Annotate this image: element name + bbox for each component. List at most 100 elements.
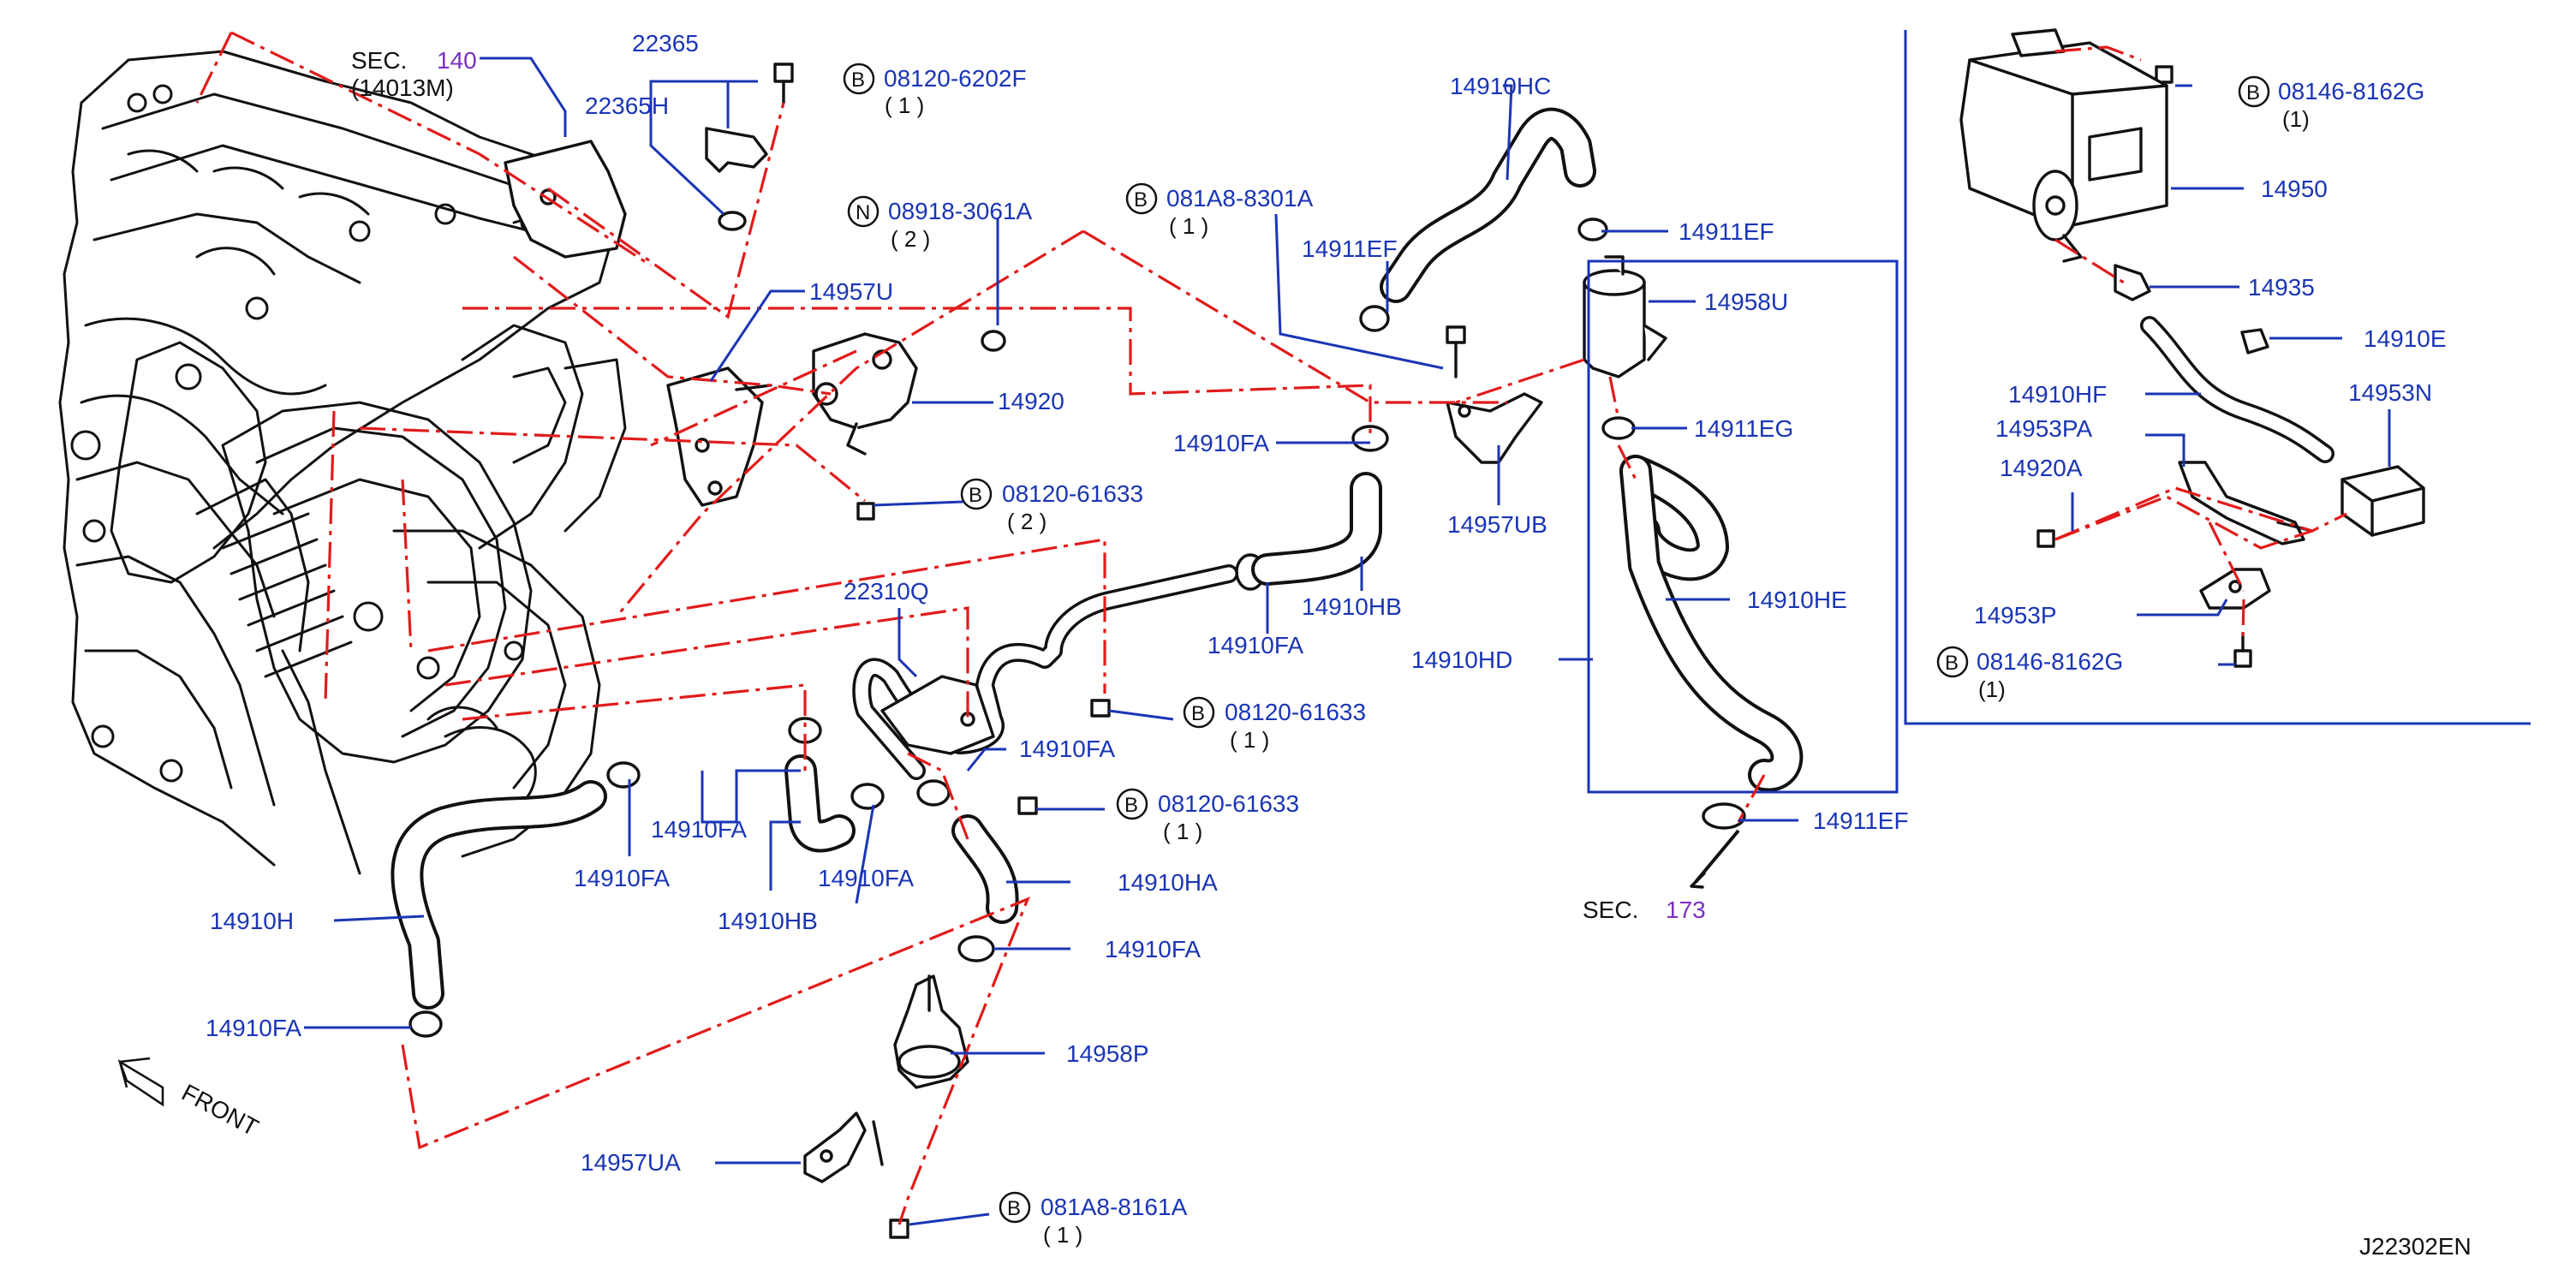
fastener-prefix: N xyxy=(856,201,870,224)
label-14953N: 14953N xyxy=(2348,379,2432,406)
tube-22310Q xyxy=(852,564,1238,780)
bracket-14957UB xyxy=(1446,392,1543,464)
label-14920A: 14920A xyxy=(2000,455,2083,481)
clamp-14911EG xyxy=(1601,416,1636,440)
clip-14910E xyxy=(2240,328,2269,354)
front-arrow-icon xyxy=(117,1059,164,1107)
fastener-prefix: B xyxy=(1191,702,1205,725)
fastener-f3: B 081A8-8301A ( 1 ) xyxy=(1125,182,1314,239)
label-14911EG: 14911EG xyxy=(1694,415,1793,442)
inset-frame xyxy=(1904,30,2531,725)
bolts xyxy=(773,63,2252,1239)
bracket-14957UA xyxy=(803,1111,884,1183)
sec-prefix-173: SEC. xyxy=(1583,897,1638,923)
label-14910HD: 14910HD xyxy=(1411,646,1512,673)
label-14910FA-3: 14910FA xyxy=(1019,736,1115,762)
fastener-f8: B 08146-8162G (1) xyxy=(2238,75,2424,132)
valve-14958P xyxy=(893,974,969,1089)
fastener-prefix: B xyxy=(1134,188,1148,212)
fastener-prefix: B xyxy=(2246,81,2260,104)
label-14953P: 14953P xyxy=(1974,602,2057,629)
bracket-14953P xyxy=(2199,568,2271,610)
front-indicator: FRONT xyxy=(117,1057,263,1141)
leader-lines xyxy=(304,57,2391,1226)
label-14958U: 14958U xyxy=(1704,289,1788,315)
fastener-f7: B 081A8-8161A ( 1 ) xyxy=(999,1191,1188,1248)
fastener-f6: B 08120-61633 ( 1 ) xyxy=(1116,788,1299,844)
fastener-qty: ( 2 ) xyxy=(891,226,930,252)
label-14911EF-3: 14911EF xyxy=(1813,807,1909,834)
label-14910FA-8: 14910FA xyxy=(206,1015,301,1041)
fastener-code: 08120-61633 xyxy=(1002,480,1143,507)
label-14910HF: 14910HF xyxy=(2008,381,2107,408)
label-14910FA-2: 14910FA xyxy=(1208,632,1303,658)
hose-14910HF xyxy=(2140,316,2334,463)
fastener-f9: B 08146-8162G (1) xyxy=(1936,646,2123,702)
front-label: FRONT xyxy=(177,1079,263,1141)
fastener-qty: ( 1 ) xyxy=(885,92,924,118)
sec-140-label: SEC. 140 (14013M) xyxy=(351,47,477,101)
label-14920: 14920 xyxy=(998,388,1064,414)
fastener-prefix: B xyxy=(1945,652,1959,675)
fastener-f1: B 08120-6202F ( 1 ) xyxy=(843,63,1027,118)
label-14910FA-1: 14910FA xyxy=(1173,430,1269,456)
label-14957UB: 14957UB xyxy=(1447,511,1547,538)
sec-arrow xyxy=(1694,829,1740,884)
fastener-code: 081A8-8161A xyxy=(1041,1194,1188,1220)
fastener-code: 081A8-8301A xyxy=(1166,185,1314,212)
sec-prefix-140: SEC. xyxy=(351,47,407,74)
fastener-code: 08120-61633 xyxy=(1158,790,1299,817)
fastener-prefix: B xyxy=(1007,1197,1021,1220)
fastener-prefix: B xyxy=(1124,794,1138,817)
fastener-prefix: B xyxy=(969,484,982,507)
label-14957U: 14957U xyxy=(809,278,893,305)
fastener-qty: ( 1 ) xyxy=(1043,1222,1082,1248)
sec-sub-140: (14013M) xyxy=(351,74,454,101)
clamp-14911EF-a xyxy=(1359,305,1390,332)
label-14911EF-2: 14911EF xyxy=(1679,218,1774,245)
fastener-qty: ( 2 ) xyxy=(1007,509,1046,534)
sec-173-label: SEC. 173 xyxy=(1583,897,1706,923)
sec-number-173: 173 xyxy=(1666,897,1706,923)
label-14935: 14935 xyxy=(2248,274,2315,301)
hose-14910HB xyxy=(784,472,1382,853)
fastener-f2: N 08918-3061A ( 2 ) xyxy=(847,195,1032,252)
clamp-14911EF-b xyxy=(1577,217,1608,241)
fastener-code: 08146-8162G xyxy=(2278,78,2424,104)
hose-14910HA xyxy=(951,814,1019,924)
hose-14910HE xyxy=(1619,455,1804,792)
fastener-qty: (1) xyxy=(2282,106,2310,132)
fastener-qty: ( 1 ) xyxy=(1230,727,1269,753)
filter-14953N xyxy=(2340,465,2425,537)
label-14911EF-1: 14911EF xyxy=(1302,235,1398,262)
fastener-code: 08146-8162G xyxy=(1977,648,2123,675)
engine-assembly xyxy=(58,50,627,875)
bracket-14957U xyxy=(666,366,772,507)
sensor-22365 xyxy=(705,127,768,231)
label-14910HA: 14910HA xyxy=(1118,869,1218,896)
hose-14910HC xyxy=(1380,107,1596,303)
sec-number-140: 140 xyxy=(437,47,477,74)
bracket-14953PA xyxy=(2178,461,2314,545)
fitting-14935 xyxy=(2114,264,2151,301)
label-14910FA-7: 14910FA xyxy=(1105,936,1201,962)
fastener-code: 08918-3061A xyxy=(888,198,1032,224)
label-14910FA-5: 14910FA xyxy=(574,865,670,891)
label-14910HB-1: 14910HB xyxy=(1302,593,1402,620)
label-14910E: 14910E xyxy=(2364,325,2447,352)
label-22365: 22365 xyxy=(632,30,699,57)
label-14957UA: 14957UA xyxy=(581,1149,681,1176)
hose-14910H xyxy=(391,780,607,1010)
fastener-qty: ( 1 ) xyxy=(1169,213,1208,239)
frame-14910HD xyxy=(1587,259,1899,794)
fastener-code: 08120-6202F xyxy=(884,65,1027,92)
label-14910FA-4: 14910FA xyxy=(651,816,747,843)
label-22365H: 22365H xyxy=(585,92,669,119)
fastener-code: 08120-61633 xyxy=(1225,699,1366,725)
reference-lines xyxy=(195,31,2347,1225)
label-22310Q: 22310Q xyxy=(844,578,929,605)
fastener-f4: B 08120-61633 ( 2 ) xyxy=(960,478,1143,534)
label-14958P: 14958P xyxy=(1066,1040,1149,1067)
